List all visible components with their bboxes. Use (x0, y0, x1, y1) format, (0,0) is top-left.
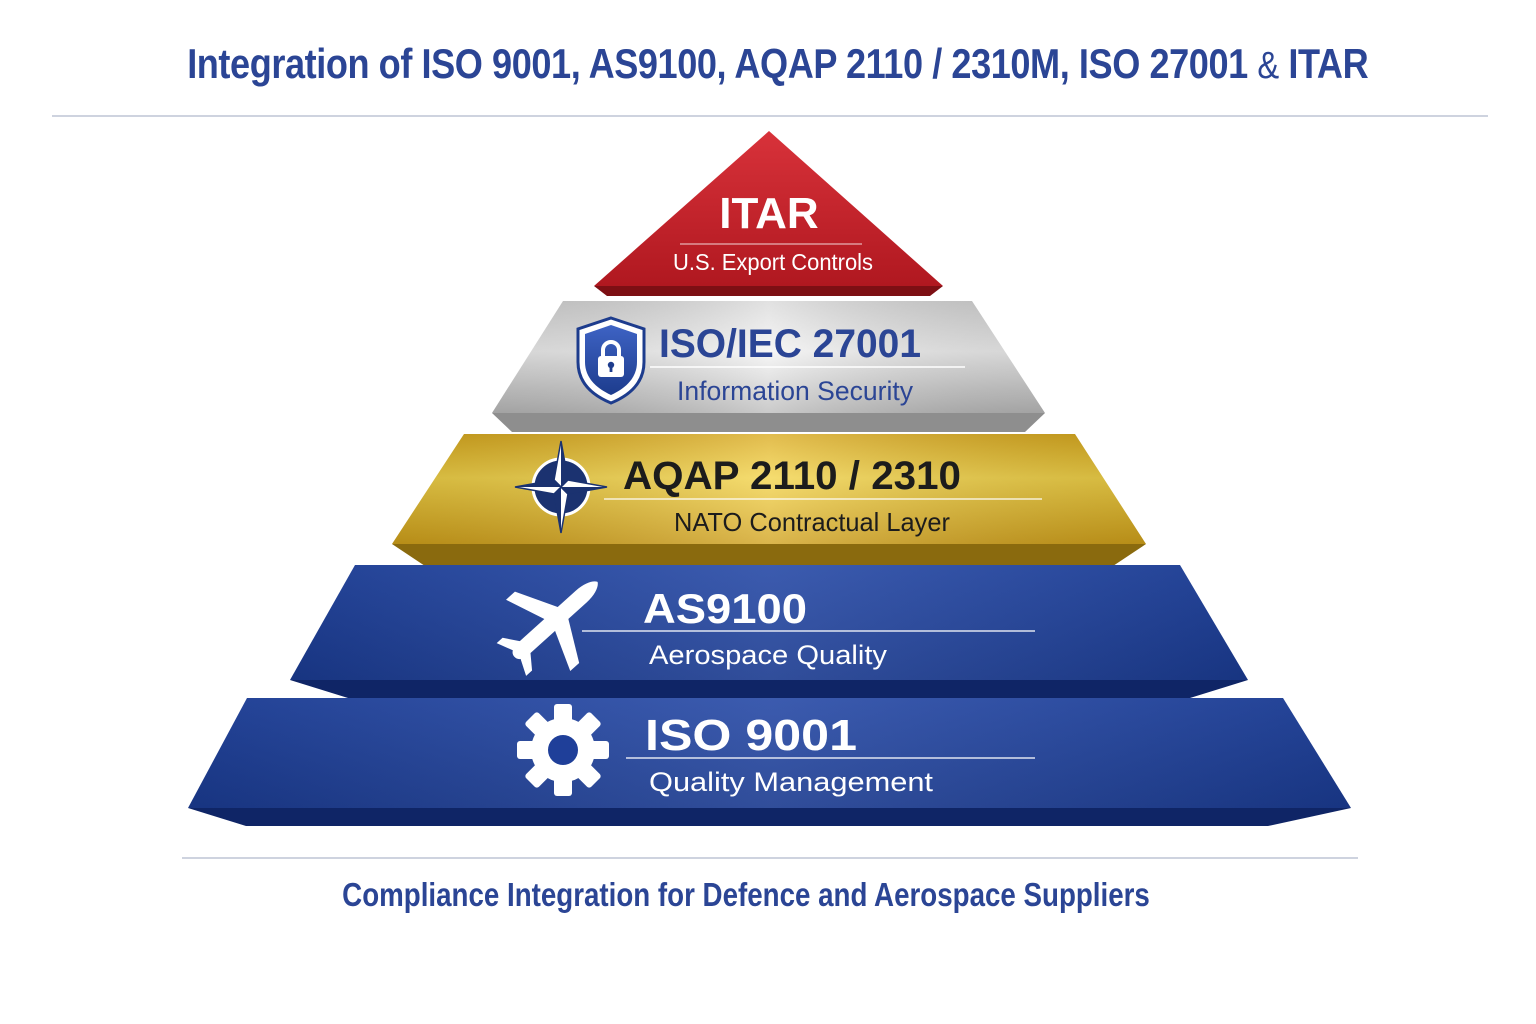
itar-base-shadow (594, 286, 943, 296)
bottom-divider (182, 857, 1358, 859)
as9100-subtitle: Aerospace Quality (649, 640, 888, 670)
layer-aqap: AQAP 2110 / 2310 NATO Contractual Layer (392, 434, 1146, 566)
layer-iso9001: ISO 9001 Quality Management (188, 698, 1351, 826)
iso9001-title: ISO 9001 (645, 711, 857, 760)
footer-caption: Compliance Integration for Defence and A… (342, 876, 1150, 913)
itar-subtitle: U.S. Export Controls (673, 249, 873, 275)
iso27001-title: ISO/IEC 27001 (659, 322, 921, 366)
aqap-subtitle: NATO Contractual Layer (674, 507, 950, 537)
title-main: Integration of ISO 9001, AS9100, AQAP 21… (187, 40, 1248, 87)
aqap-title: AQAP 2110 / 2310 (623, 454, 961, 498)
as9100-base-shadow (290, 680, 1248, 698)
gear-icon (517, 704, 609, 796)
as9100-title: AS9100 (643, 585, 807, 632)
title-last: ITAR (1288, 40, 1369, 87)
airplane-icon (496, 581, 598, 676)
layer-as9100: AS9100 Aerospace Quality (290, 565, 1248, 698)
nato-compass-icon (514, 440, 608, 534)
aqap-base-shadow (392, 544, 1146, 566)
iso27001-base-shadow (492, 413, 1045, 432)
layer-itar: ITAR U.S. Export Controls (594, 131, 943, 296)
itar-face (594, 131, 943, 286)
iso9001-subtitle: Quality Management (649, 767, 934, 797)
layer-iso27001: ISO/IEC 27001 Information Security (492, 301, 1045, 432)
iso27001-subtitle: Information Security (677, 376, 913, 406)
top-divider (52, 115, 1488, 117)
iso9001-base-shadow (188, 808, 1351, 826)
page-title: Integration of ISO 9001, AS9100, AQAP 21… (109, 40, 1447, 88)
title-ampersand: & (1257, 45, 1279, 87)
shield-lock-icon (576, 316, 646, 405)
itar-title: ITAR (719, 189, 818, 238)
